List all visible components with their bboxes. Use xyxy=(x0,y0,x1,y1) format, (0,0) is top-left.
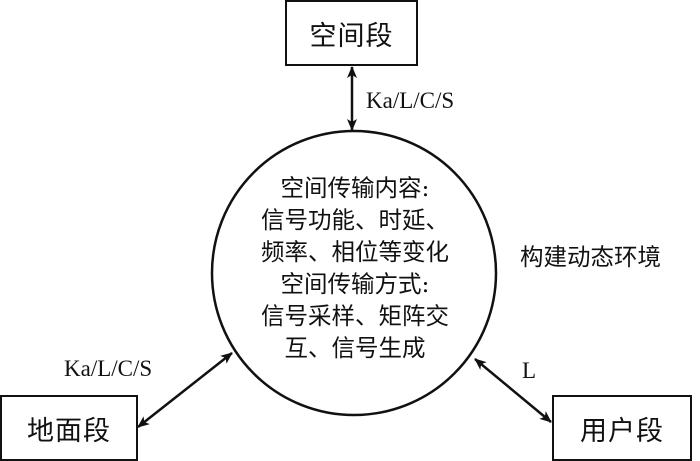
center-circle xyxy=(210,129,498,417)
center-line: 空间传输内容: xyxy=(280,174,430,202)
center-line: 信号功能、时延、 xyxy=(261,206,449,234)
user-link-label: L xyxy=(522,358,537,383)
space-segment-label: 空间段 xyxy=(309,20,394,52)
center-content: 空间传输内容: 信号功能、时延、 频率、相位等变化 空间传输方式: 信号采样、矩… xyxy=(224,172,486,364)
space-link-label: Ka/L/C/S xyxy=(366,88,455,113)
arrow-ground-center xyxy=(137,352,233,428)
center-line: 互、信号生成 xyxy=(284,334,426,362)
ground-segment-box: 地面段 xyxy=(0,395,138,461)
arrow-user-center xyxy=(474,358,552,423)
user-segment-label: 用户段 xyxy=(580,415,664,447)
side-note: 构建动态环境 xyxy=(520,243,661,271)
ground-segment-label: 地面段 xyxy=(27,415,111,447)
center-line: 频率、相位等变化 xyxy=(261,238,449,266)
user-segment-box: 用户段 xyxy=(552,395,692,461)
space-segment-box: 空间段 xyxy=(285,0,418,66)
ground-link-label: Ka/L/C/S xyxy=(64,356,153,381)
center-line: 信号采样、矩阵交 xyxy=(261,302,449,330)
center-line: 空间传输方式: xyxy=(280,270,430,298)
